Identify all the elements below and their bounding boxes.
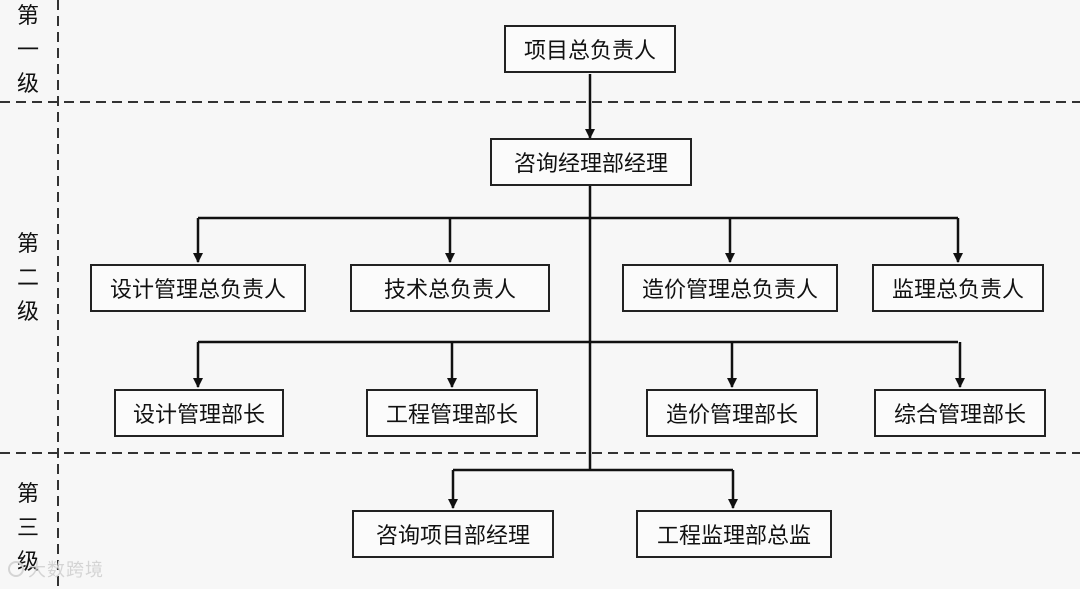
node-project-lead: 项目总负责人: [504, 25, 676, 73]
node-consulting-manager: 咨询经理部经理: [490, 138, 692, 186]
node-general-head: 综合管理部长: [874, 389, 1046, 437]
level-1-char-2: 一: [16, 38, 39, 63]
level-1-char-3: 级: [16, 72, 39, 97]
level-label-2: 第 二 级: [8, 228, 48, 330]
level-2-char-1: 第: [16, 232, 39, 257]
watermark-text: 大数跨境: [28, 560, 104, 581]
node-tech-lead: 技术总负责人: [350, 264, 550, 312]
node-supervision-lead: 监理总负责人: [872, 264, 1044, 312]
level-3-char-2: 三: [16, 516, 39, 541]
level-1-char-1: 第: [16, 4, 39, 29]
node-cost-lead: 造价管理总负责人: [622, 264, 838, 312]
level-3-char-1: 第: [16, 482, 39, 507]
node-engineering-head: 工程管理部长: [366, 389, 538, 437]
level-2-char-3: 级: [16, 300, 39, 325]
node-cost-head: 造价管理部长: [646, 389, 818, 437]
watermark-logo-icon: [8, 561, 24, 577]
node-engineering-supervisor: 工程监理部总监: [636, 510, 832, 558]
level-2-char-2: 二: [16, 266, 39, 291]
watermark: 大数跨境: [8, 556, 104, 582]
node-design-lead: 设计管理总负责人: [90, 264, 306, 312]
level-label-1: 第 一 级: [8, 0, 48, 102]
node-consulting-project-manager: 咨询项目部经理: [352, 510, 554, 558]
node-design-head: 设计管理部长: [114, 389, 284, 437]
